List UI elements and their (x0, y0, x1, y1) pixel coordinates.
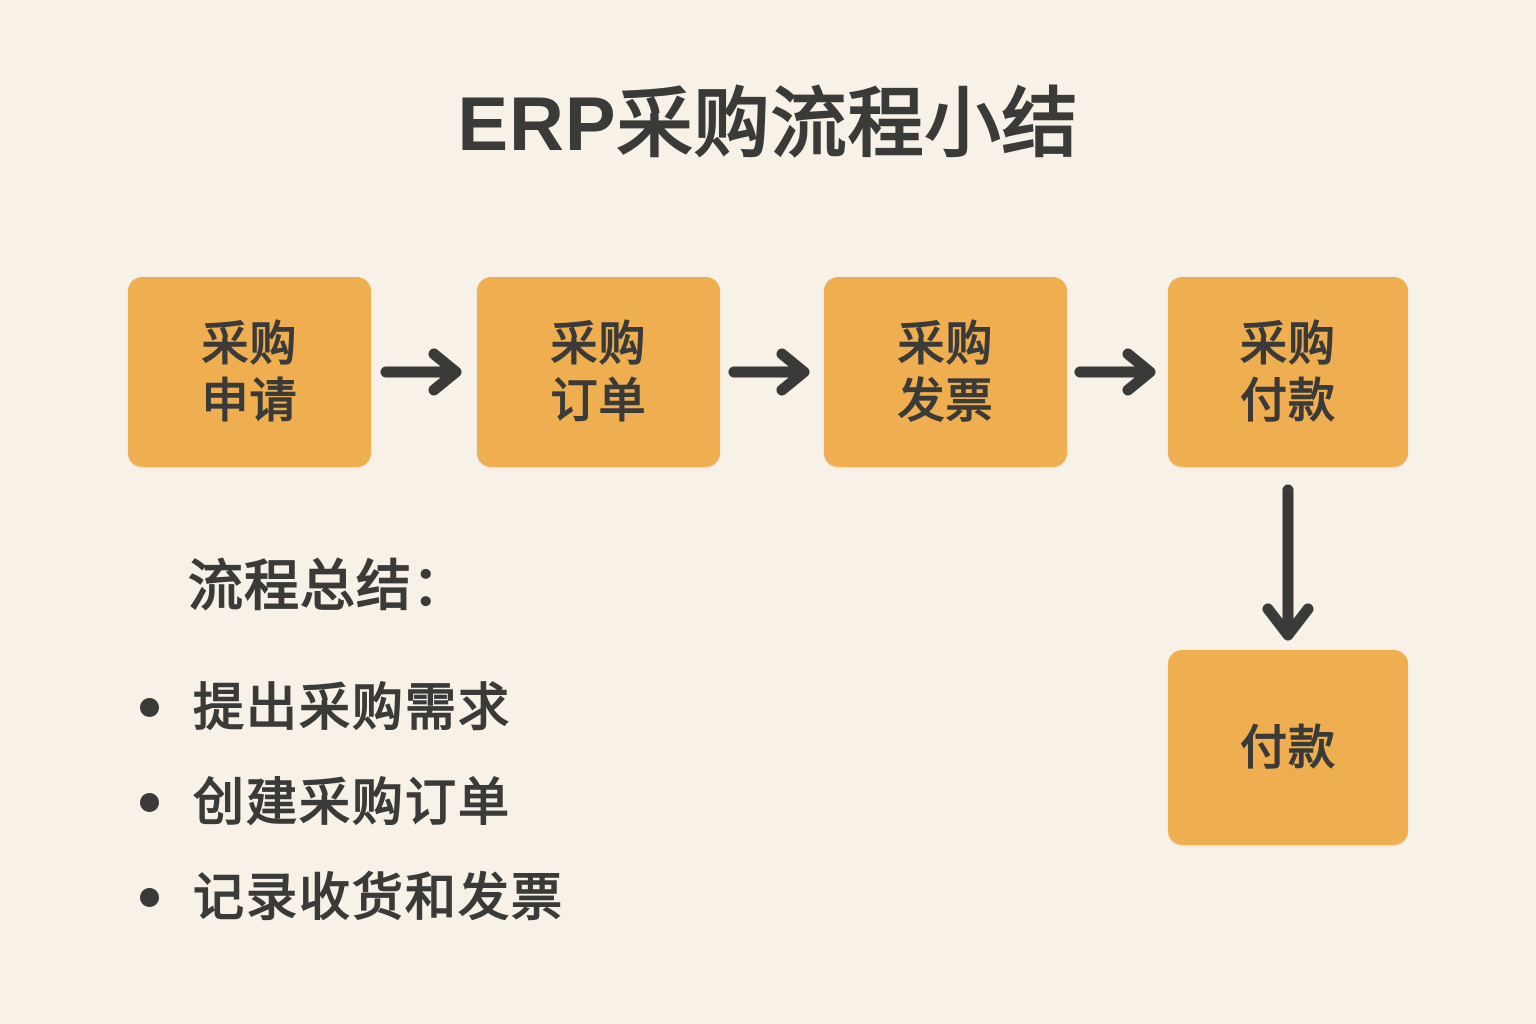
flow-box-label: 采购 付款 (1240, 317, 1336, 427)
flow-box-label: 采购 订单 (550, 317, 647, 427)
flow-box-purchase-order[interactable]: 采购 订单 (477, 277, 720, 467)
flow-box-purchase-invoice[interactable]: 采购 发票 (824, 277, 1067, 467)
arrow-down-icon (1258, 483, 1318, 645)
summary-list: 提出采购需求 创建采购订单 记录收货和发票 (140, 660, 564, 945)
page-title: ERP采购流程小结 (457, 82, 1079, 167)
summary-heading: 流程总结： (188, 555, 469, 617)
bullet-dot-icon (140, 888, 159, 907)
arrow-right-icon (378, 346, 470, 398)
flow-box-label: 采购 申请 (201, 317, 298, 427)
flow-box-purchase-payment[interactable]: 采购 付款 (1168, 277, 1408, 467)
list-item-label: 创建采购订单 (193, 773, 512, 831)
list-item-label: 提出采购需求 (193, 678, 512, 736)
list-item: 提出采购需求 (140, 660, 564, 755)
list-item: 记录收货和发票 (140, 850, 564, 945)
flow-box-purchase-request[interactable]: 采购 申请 (128, 277, 371, 467)
list-item-label: 记录收货和发票 (193, 868, 565, 926)
bullet-dot-icon (140, 698, 159, 717)
arrow-right-icon (1072, 346, 1164, 398)
flow-box-label: 付款 (1240, 721, 1336, 774)
flow-box-label: 采购 发票 (897, 317, 994, 427)
flow-box-payment[interactable]: 付款 (1168, 650, 1408, 845)
list-item: 创建采购订单 (140, 755, 564, 850)
arrow-right-icon (726, 346, 818, 398)
bullet-dot-icon (140, 793, 159, 812)
